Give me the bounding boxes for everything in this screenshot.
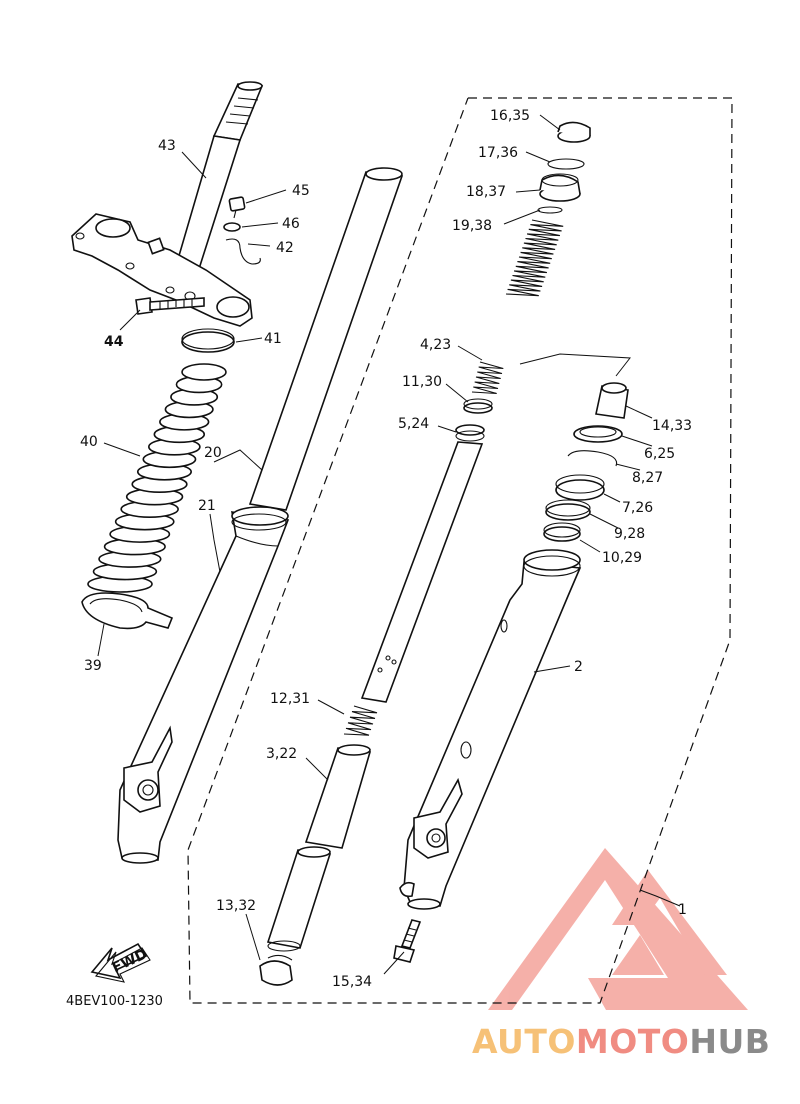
seal-6 bbox=[573, 425, 623, 443]
watermark-hub: HUB bbox=[689, 1022, 771, 1061]
diagram-code: 4BEV100-1230 bbox=[66, 994, 163, 1009]
label-8-27: 8,27 bbox=[632, 470, 663, 486]
clip-42 bbox=[225, 238, 261, 265]
assembly-boundary bbox=[187, 97, 733, 1004]
label-10-29: 10,29 bbox=[602, 550, 642, 566]
bolt-15 bbox=[393, 919, 422, 963]
cap-bolt-16 bbox=[557, 121, 591, 143]
label-41: 41 bbox=[264, 331, 282, 347]
label-14-33: 14,33 bbox=[652, 418, 692, 434]
label-13-32: 13,32 bbox=[216, 898, 256, 914]
leader-lines bbox=[97, 114, 681, 975]
oil-seal-7 bbox=[555, 474, 605, 501]
label-46: 46 bbox=[282, 216, 300, 232]
clamp-39 bbox=[81, 592, 174, 630]
label-9-28: 9,28 bbox=[614, 526, 645, 542]
label-39: 39 bbox=[84, 658, 102, 674]
label-2: 2 bbox=[574, 659, 583, 675]
washer-9 bbox=[545, 499, 591, 521]
label-5-24: 5,24 bbox=[398, 416, 429, 432]
rebound-spring-4 bbox=[471, 361, 504, 395]
watermark-moto: MOTO bbox=[575, 1022, 690, 1061]
label-6-25: 6,25 bbox=[644, 446, 675, 462]
lower-bracket bbox=[71, 213, 253, 327]
label-3-22: 3,22 bbox=[266, 746, 297, 762]
fork-spring bbox=[505, 219, 564, 297]
label-40: 40 bbox=[80, 434, 98, 450]
label-42: 42 bbox=[276, 240, 294, 256]
clip-8 bbox=[567, 450, 618, 467]
tube-13 bbox=[259, 846, 332, 986]
fwd-arrow-icon bbox=[90, 942, 151, 983]
label-17-36: 17,36 bbox=[478, 145, 518, 161]
label-15-34: 15,34 bbox=[332, 974, 372, 990]
bushing-10 bbox=[543, 522, 581, 542]
watermark-logo-icon bbox=[488, 848, 748, 1010]
watermark-text: AUTOMOTOHUB bbox=[472, 1020, 770, 1064]
label-12-31: 12,31 bbox=[270, 691, 310, 707]
spring-12 bbox=[343, 705, 378, 736]
label-44: 44 bbox=[104, 334, 124, 350]
watermark-auto: AUTO bbox=[472, 1022, 576, 1061]
damper-rod-5 bbox=[360, 424, 485, 703]
ring-11 bbox=[463, 398, 493, 414]
outer-tube-21 bbox=[117, 506, 290, 864]
dust-seal-14 bbox=[595, 382, 629, 419]
circlip-17 bbox=[547, 158, 585, 170]
label-45: 45 bbox=[292, 183, 310, 199]
washer-46 bbox=[223, 222, 241, 232]
clamp-41 bbox=[181, 328, 235, 353]
tube-3 bbox=[304, 744, 372, 849]
label-18-37: 18,37 bbox=[466, 184, 506, 200]
fork-boot-40 bbox=[87, 363, 227, 593]
label-43: 43 bbox=[158, 138, 176, 154]
label-4-23: 4,23 bbox=[420, 337, 451, 353]
label-20: 20 bbox=[204, 445, 222, 461]
label-7-26: 7,26 bbox=[622, 500, 653, 516]
spacer-19 bbox=[537, 206, 563, 214]
label-21: 21 bbox=[198, 498, 216, 514]
outer-tube-2 bbox=[399, 549, 582, 910]
label-1: 1 bbox=[678, 902, 687, 918]
bolt-44 bbox=[135, 297, 205, 315]
label-19-38: 19,38 bbox=[452, 218, 492, 234]
label-11-30: 11,30 bbox=[402, 374, 442, 390]
steering-stem bbox=[175, 81, 264, 273]
bolt-45 bbox=[228, 196, 246, 219]
label-16-35: 16,35 bbox=[490, 108, 530, 124]
cap-18 bbox=[539, 173, 581, 202]
inner-tube-20 bbox=[248, 167, 404, 511]
